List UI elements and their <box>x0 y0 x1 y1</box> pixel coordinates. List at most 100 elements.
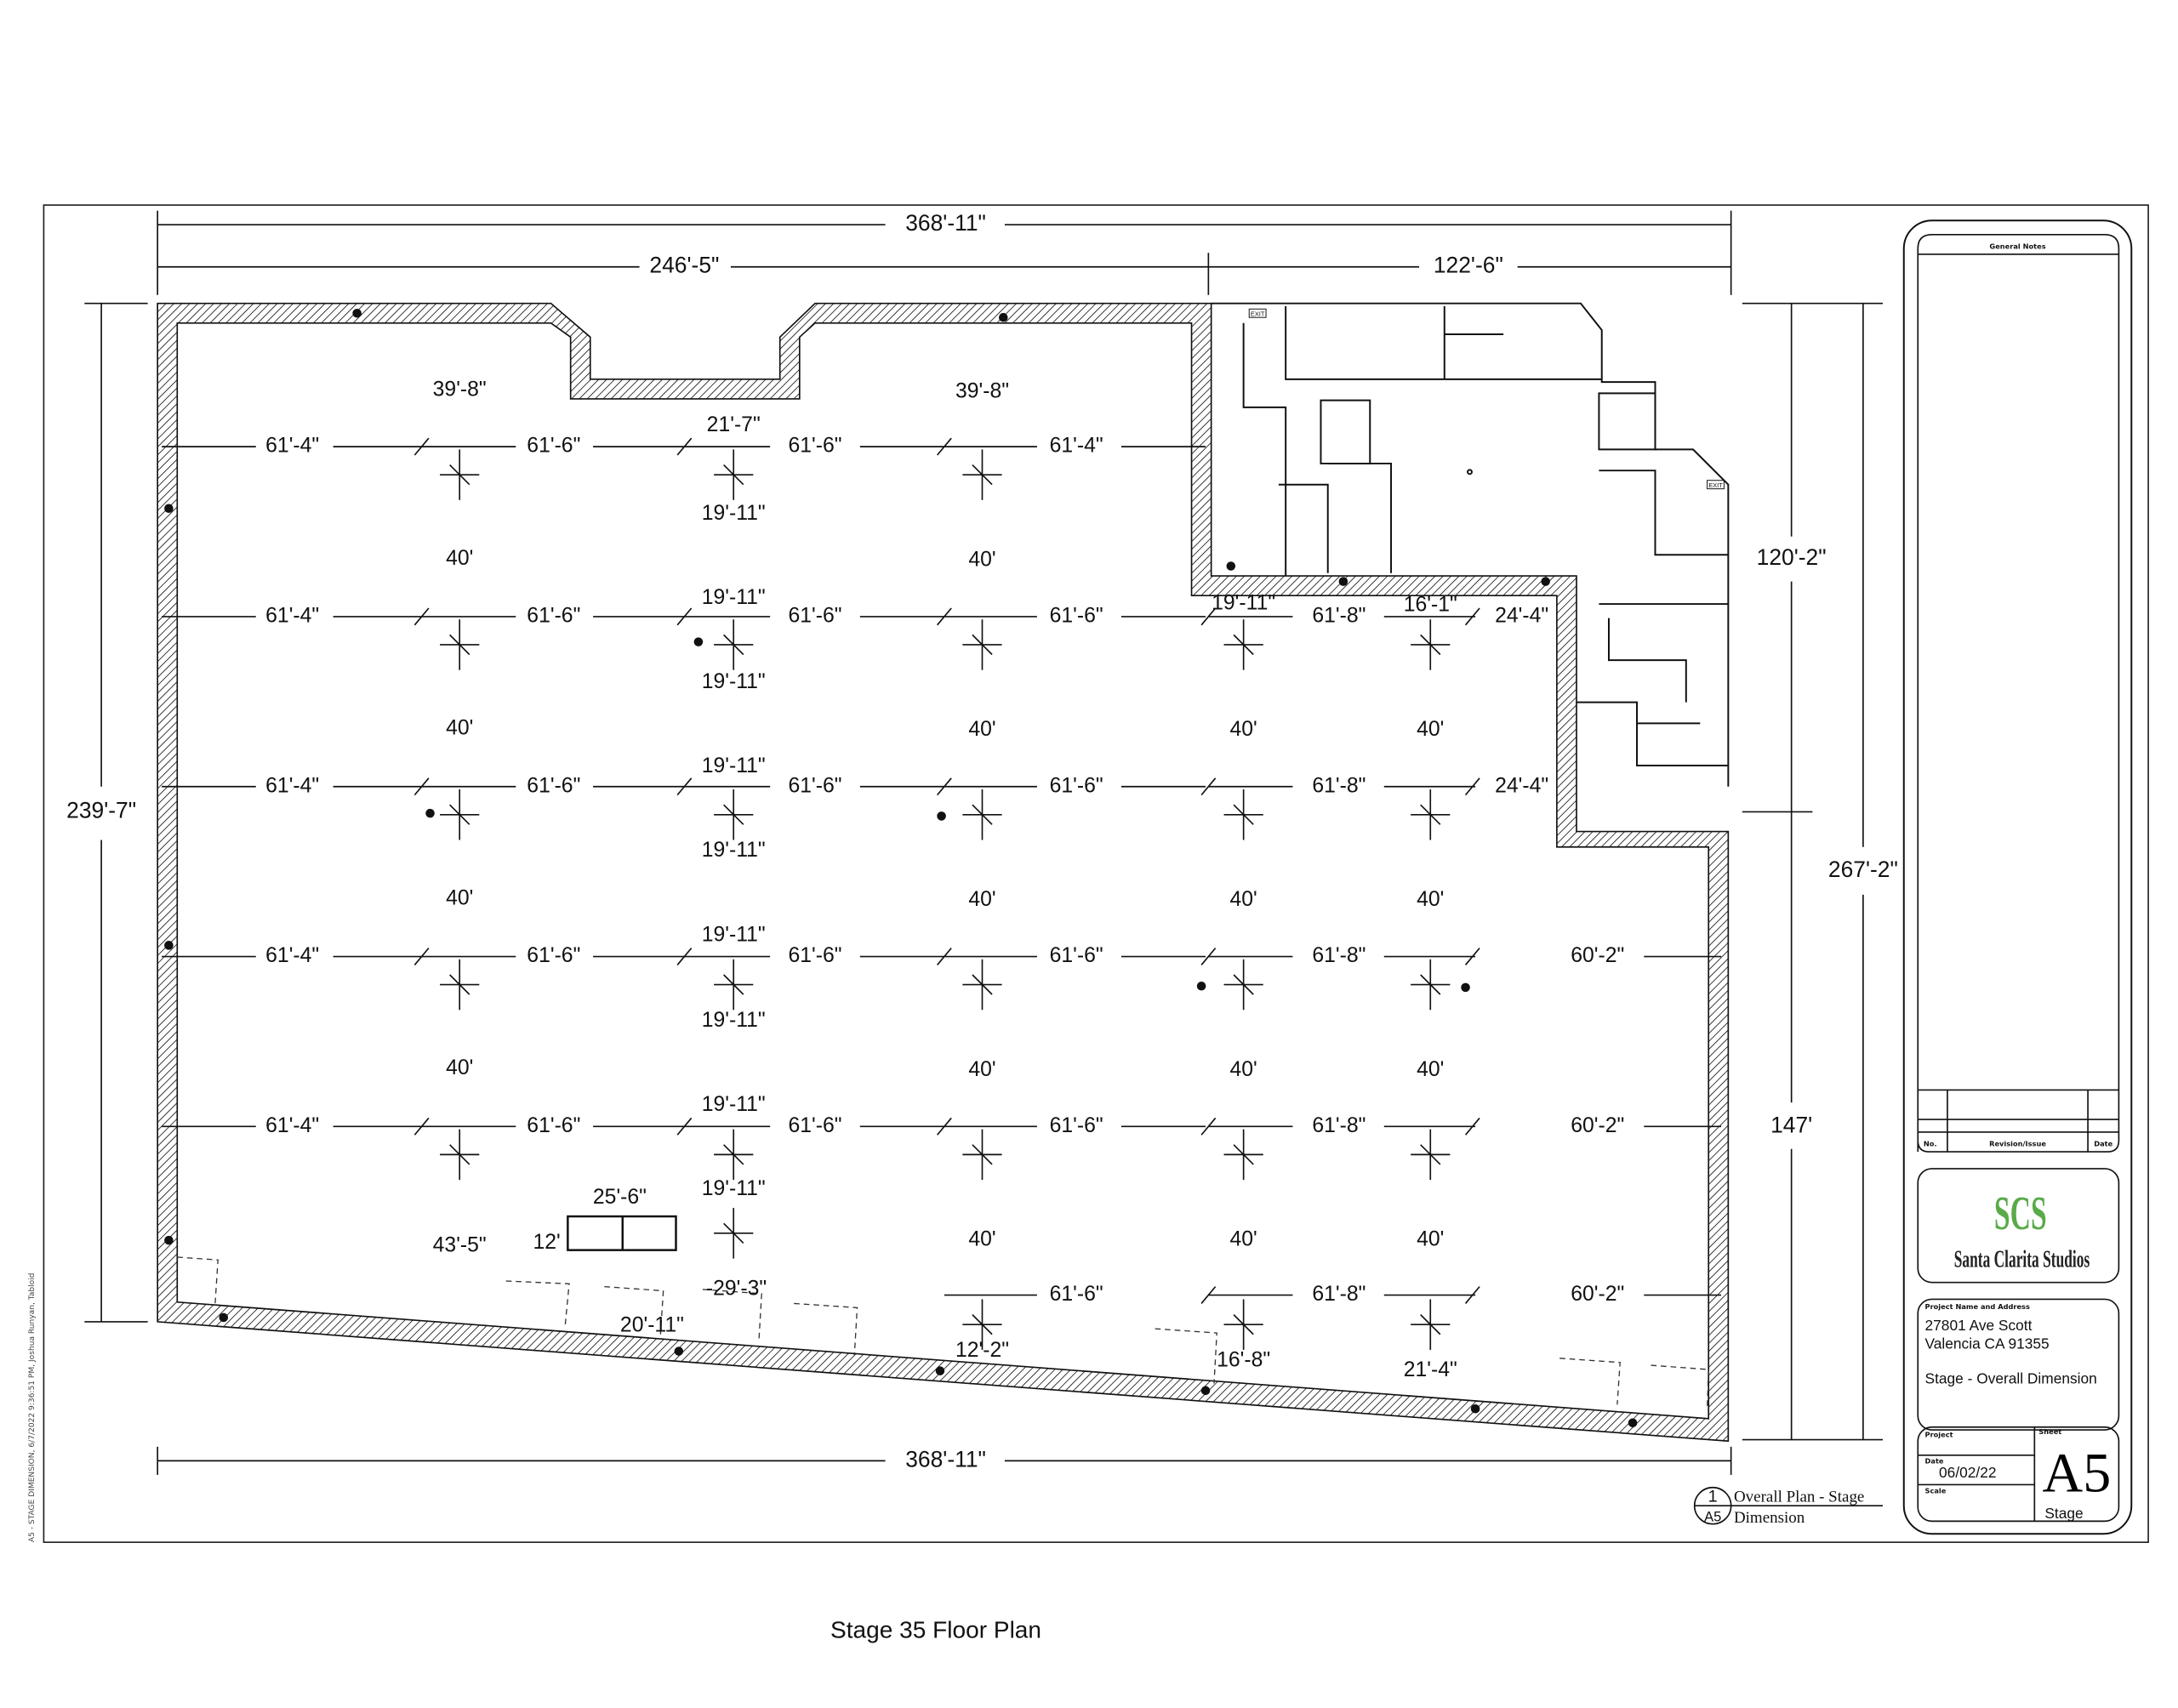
view-number: 1 <box>1708 1487 1718 1506</box>
revision-no-header: No. <box>1924 1139 1937 1147</box>
structural-column <box>1470 1403 1480 1414</box>
dimension-label: 21'-7" <box>707 413 761 436</box>
structural-column <box>219 1312 229 1323</box>
dimension-label: 40' <box>968 1058 995 1081</box>
dimension-label: 39'-8" <box>433 379 487 401</box>
dimension-tick <box>723 464 744 486</box>
page-caption: Stage 35 Floor Plan <box>830 1616 1041 1643</box>
structural-column <box>352 308 362 318</box>
dimension-tick <box>449 1144 470 1165</box>
dimension-label: 61'-6" <box>788 774 841 797</box>
dimension-tick <box>972 634 993 656</box>
dimension-tick <box>1233 804 1254 825</box>
dimension-tick <box>1464 777 1480 796</box>
dimension-label: 19'-11" <box>702 923 766 946</box>
dimension-label: 61'-6" <box>527 944 580 967</box>
dimension-tick <box>937 948 952 965</box>
dimension-tick <box>723 1222 744 1244</box>
dimension-label: 40' <box>1230 1058 1257 1081</box>
dimension-label: 60'-2" <box>1571 1283 1624 1306</box>
column-grid-lines <box>162 437 1722 1350</box>
dimension-label: 61'-6" <box>788 435 841 458</box>
dimension-tick <box>449 974 470 995</box>
dimension-tick <box>1233 974 1254 995</box>
overall-dimension: 368'-11" <box>905 1446 986 1472</box>
dimension-label: 19'-11" <box>702 670 766 693</box>
address-line2: Valencia CA 91355 <box>1925 1335 2050 1352</box>
structural-column <box>1196 981 1206 991</box>
dimension-tick <box>1233 1144 1254 1165</box>
dimension-label: 61'-4" <box>265 774 319 797</box>
structural-column <box>693 637 704 646</box>
dimension-tick <box>972 1144 993 1165</box>
dimension-label: 16'-8" <box>1217 1349 1270 1372</box>
dimension-tick <box>1233 1314 1254 1335</box>
sheet-name: Stage <box>2044 1505 2083 1522</box>
dimension-label: 60'-2" <box>1571 944 1624 967</box>
dimension-tick <box>1233 634 1254 656</box>
drawing-title: Stage - Overall Dimension <box>1925 1370 2097 1387</box>
dimension-tick <box>723 634 744 656</box>
dimension-tick <box>449 634 470 656</box>
dimension-label: 61'-8" <box>1312 1283 1366 1306</box>
building-walls <box>157 302 1730 1443</box>
dimension-label: 61'-6" <box>788 944 841 967</box>
dimension-label: 40' <box>446 886 473 909</box>
dimension-label: 61'-6" <box>527 435 580 458</box>
scale-field-label: Scale <box>1925 1486 1947 1494</box>
dimension-label: 20'-11" <box>620 1313 684 1336</box>
structural-column <box>935 1366 945 1375</box>
dimension-label: 19'-11" <box>1212 592 1275 615</box>
date-field-label: Date <box>1925 1457 1944 1466</box>
dimension-label: 12' <box>533 1231 560 1254</box>
sheet-info-box: Project Date 06/02/22 Scale Sheet A5 Sta… <box>1917 1426 2120 1523</box>
dimension-tick <box>937 1117 952 1136</box>
dimension-label: 16'-1" <box>1404 593 1457 616</box>
dimension-tick <box>1420 1144 1441 1165</box>
sheet-field-label: Sheet <box>2038 1427 2061 1436</box>
dimension-label: 61'-6" <box>527 774 580 797</box>
dimension-label: 40' <box>1230 1228 1257 1251</box>
dimension-tick <box>413 437 430 456</box>
dimension-labels: 368'-11"246'-5"122'-6"368'-11"239'-7"120… <box>66 210 1898 1472</box>
exit-sign-top: EXIT <box>1248 308 1267 318</box>
dimension-tick <box>723 974 744 995</box>
dimension-tick <box>937 437 952 456</box>
dimension-tick <box>413 777 430 796</box>
revision-date-header: Date <box>2094 1139 2112 1147</box>
dimension-tick <box>676 607 693 626</box>
dimension-label: 61'-6" <box>1050 944 1103 967</box>
dimension-label: 19'-11" <box>702 502 766 525</box>
address-line1: 27801 Ave Scott <box>1925 1317 2033 1334</box>
structural-column <box>164 504 174 514</box>
dimension-tick <box>972 464 993 486</box>
dimension-label: 61'-6" <box>788 1114 841 1137</box>
dimension-label: 19'-11" <box>702 839 766 862</box>
dimension-tick <box>1464 607 1480 626</box>
structural-column <box>164 941 174 950</box>
overall-dimension: 120'-2" <box>1757 544 1827 570</box>
dimension-tick <box>1464 1117 1480 1136</box>
dimension-tick <box>972 804 993 825</box>
project-field-label: Project <box>1925 1430 1953 1438</box>
overall-dimension: 239'-7" <box>66 797 136 823</box>
dimension-label: 19'-11" <box>702 1009 766 1032</box>
dimension-label: 61'-8" <box>1312 1114 1366 1137</box>
dimension-label: 21'-4" <box>1404 1358 1457 1381</box>
overall-dimension-lines <box>84 210 1883 1475</box>
dimension-tick <box>1200 777 1217 796</box>
view-title-line2: Dimension <box>1734 1509 1805 1527</box>
dimension-label: 61'-6" <box>1050 1114 1103 1137</box>
dimension-tick <box>413 607 430 626</box>
dimension-tick <box>1200 1117 1217 1136</box>
dimension-label: 19'-11" <box>702 1093 766 1116</box>
dimension-label: 39'-8" <box>955 379 1009 402</box>
dimension-label: 61'-4" <box>265 604 319 627</box>
structural-columns <box>164 308 1638 1428</box>
dimension-tick <box>676 777 693 796</box>
dimension-tick <box>972 1314 993 1335</box>
structural-column <box>1628 1418 1638 1428</box>
structural-column <box>1461 982 1470 993</box>
sheet-date: 06/02/22 <box>1939 1464 1996 1481</box>
